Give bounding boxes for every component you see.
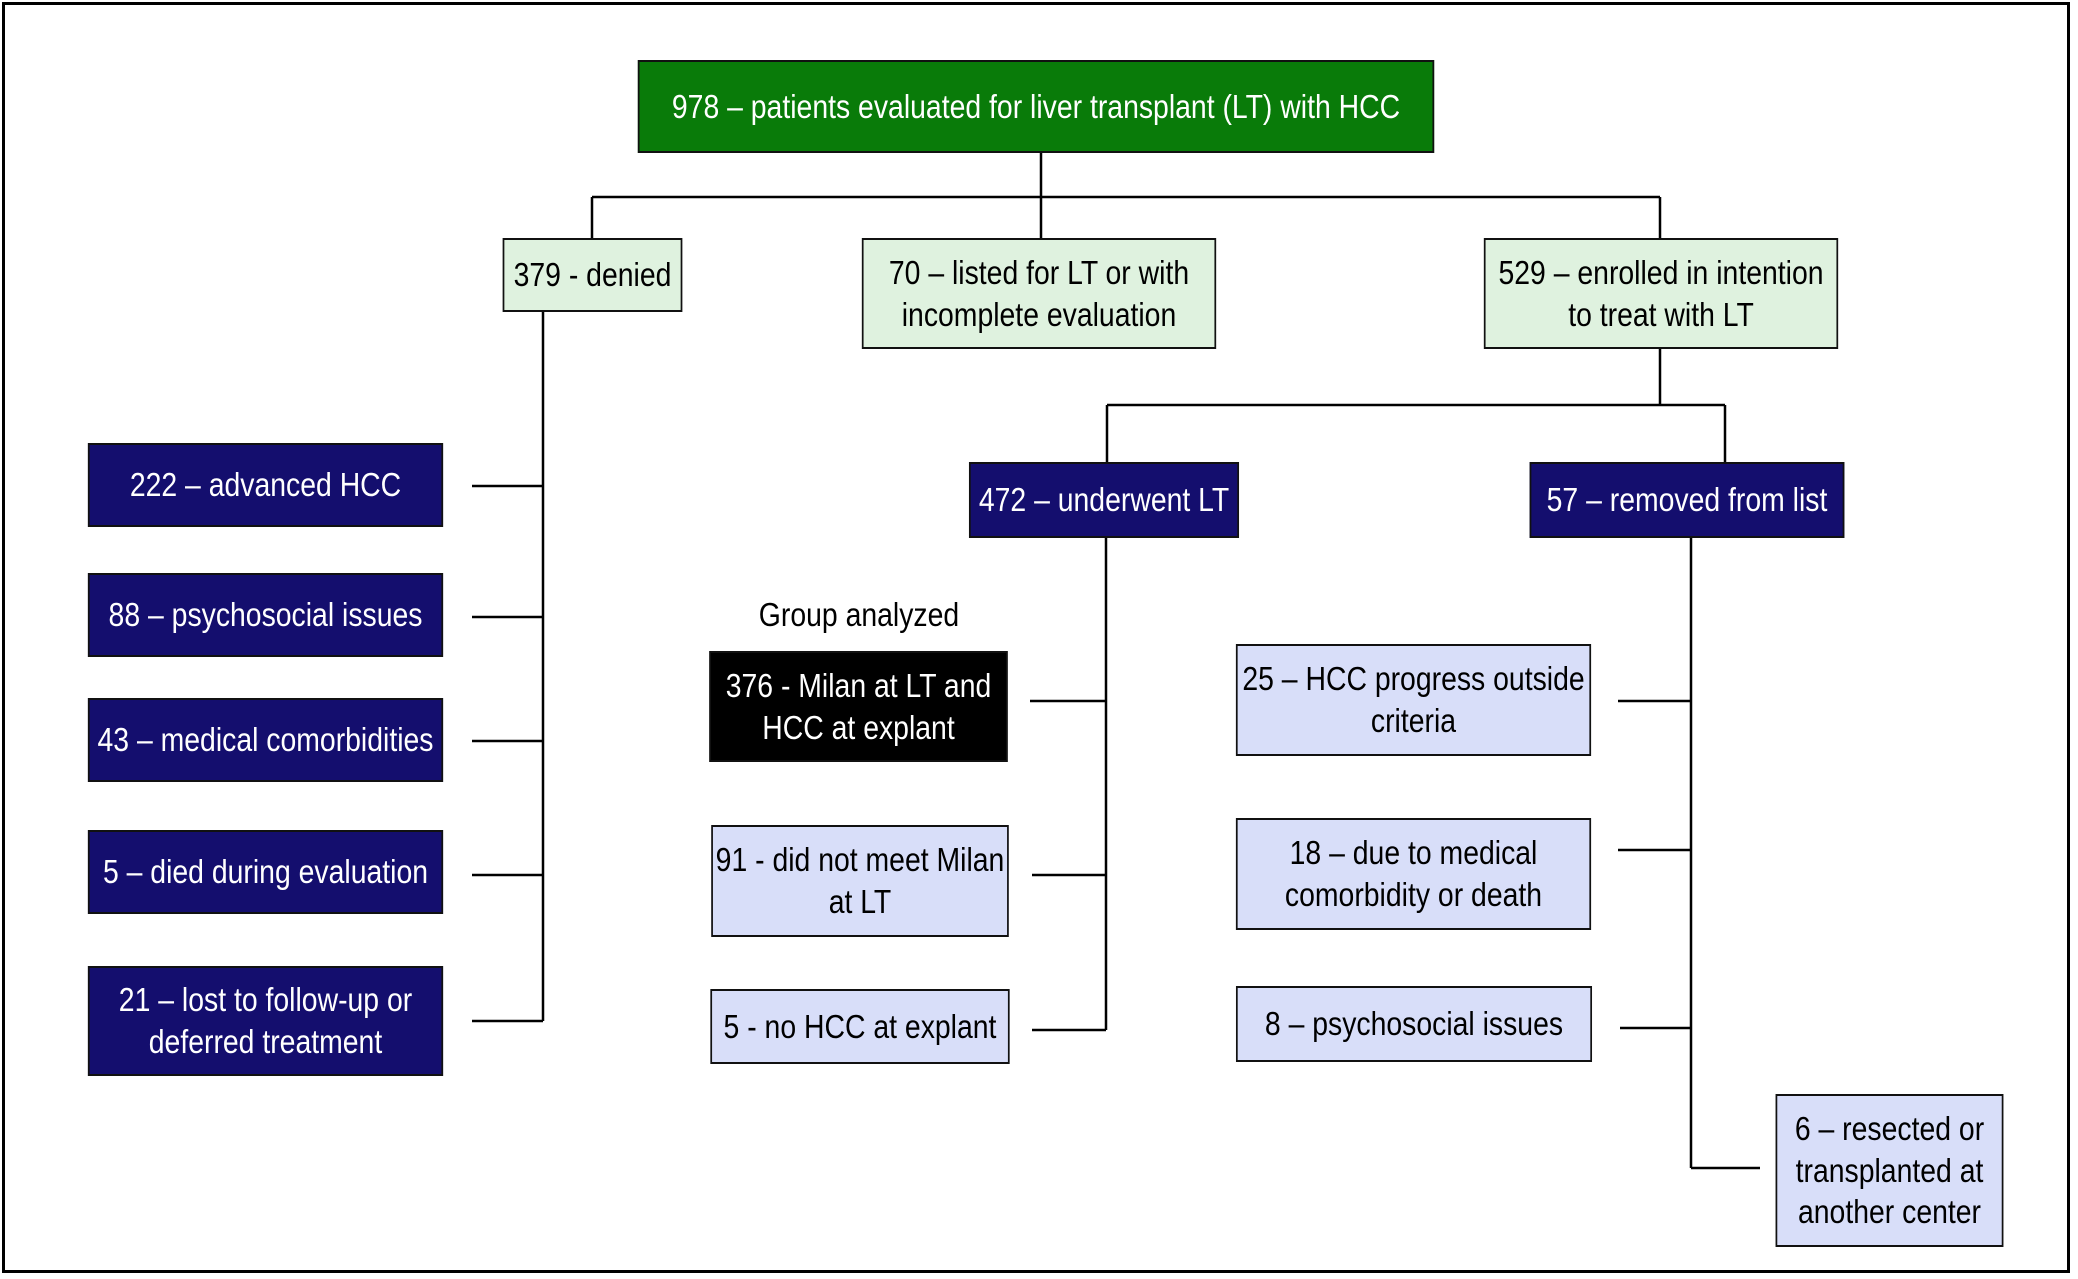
lost-line2: or deferred treatment: [148, 981, 413, 1060]
advanced-hcc-node: 222 – advanced HCC: [87, 443, 444, 527]
enrolled-line1: 529 – enrolled in: [1498, 253, 1709, 291]
other-center-node: 6 – resected or transplanted at another …: [1775, 1094, 2004, 1247]
root-node: 978 – patients evaluated for liver trans…: [637, 60, 1435, 153]
denied-psychosocial-node: 88 – psychosocial issues: [87, 573, 444, 657]
connector-underwent: [1030, 536, 1108, 1032]
comorbidities-node: 43 – medical comorbidities: [87, 698, 444, 782]
died-label: 5 – died during evaluation: [102, 853, 429, 891]
enrolled-line2: intention to treat with LT: [1568, 253, 1824, 333]
denied-node: 379 - denied: [502, 238, 683, 312]
milan-analyzed-line2: and HCC at explant: [762, 666, 992, 746]
underwent-node: 472 – underwent LT: [968, 462, 1240, 538]
enrolled-node: 529 – enrolled in intention to treat wit…: [1483, 238, 1839, 349]
died-node: 5 – died during evaluation: [87, 830, 444, 914]
removed-node: 57 – removed from list: [1529, 462, 1845, 538]
listed-node: 70 – listed for LT or with incomplete ev…: [861, 238, 1217, 349]
comorbidities-label: 43 – medical comorbidities: [97, 721, 434, 759]
no-hcc-label: 5 - no HCC at explant: [723, 1007, 997, 1045]
no-hcc-node: 5 - no HCC at explant: [710, 989, 1010, 1064]
connector-root: [590, 153, 1662, 238]
milan-analyzed-line1: 376 - Milan at LT: [725, 666, 937, 704]
milan-analyzed-node: 376 - Milan at LT and HCC at explant: [709, 651, 1008, 762]
removed-psychosocial-node: 8 – psychosocial issues: [1235, 986, 1593, 1062]
advanced-hcc-label: 222 – advanced HCC: [129, 466, 402, 504]
denied-psychosocial-label: 88 – psychosocial issues: [108, 596, 423, 634]
lost-node: 21 – lost to follow-up or deferred treat…: [87, 966, 444, 1076]
root-label: 978 – patients evaluated for liver trans…: [671, 87, 1401, 125]
lost-line1: 21 – lost to follow-up: [118, 981, 380, 1019]
listed-line2: with incomplete evaluation: [901, 253, 1190, 333]
progress-line2: outside criteria: [1370, 660, 1585, 739]
connector-enrolled: [1105, 349, 1727, 463]
comorbidity-death-line2: comorbidity or death: [1284, 876, 1543, 913]
comorbidity-death-node: 18 – due to medical comorbidity or death: [1235, 818, 1592, 930]
removed-psychosocial-label: 8 – psychosocial issues: [1264, 1005, 1564, 1043]
not-milan-node: 91 - did not meet Milan at LT: [711, 825, 1009, 937]
listed-line1: 70 – listed for LT or: [888, 253, 1131, 291]
comorbidity-death-line1: 18 – due to medical: [1289, 834, 1538, 872]
progress-node: 25 – HCC progress outside criteria: [1235, 644, 1592, 756]
connector-removed: [1618, 536, 1760, 1170]
progress-line1: 25 – HCC progress: [1242, 660, 1486, 698]
other-center-line2: transplanted at: [1795, 1151, 1984, 1189]
other-center-line3: another center: [1797, 1193, 1982, 1231]
connector-denied: [472, 310, 545, 1023]
not-milan-line2: Milan at LT: [828, 841, 1005, 920]
underwent-label: 472 – underwent LT: [978, 481, 1230, 519]
other-center-line1: 6 – resected or: [1794, 1109, 1985, 1147]
not-milan-line1: 91 - did not meet: [715, 841, 929, 879]
group-analyzed-caption: Group analyzed: [758, 596, 960, 633]
denied-label: 379 - denied: [513, 256, 672, 294]
removed-label: 57 – removed from list: [1546, 481, 1828, 519]
